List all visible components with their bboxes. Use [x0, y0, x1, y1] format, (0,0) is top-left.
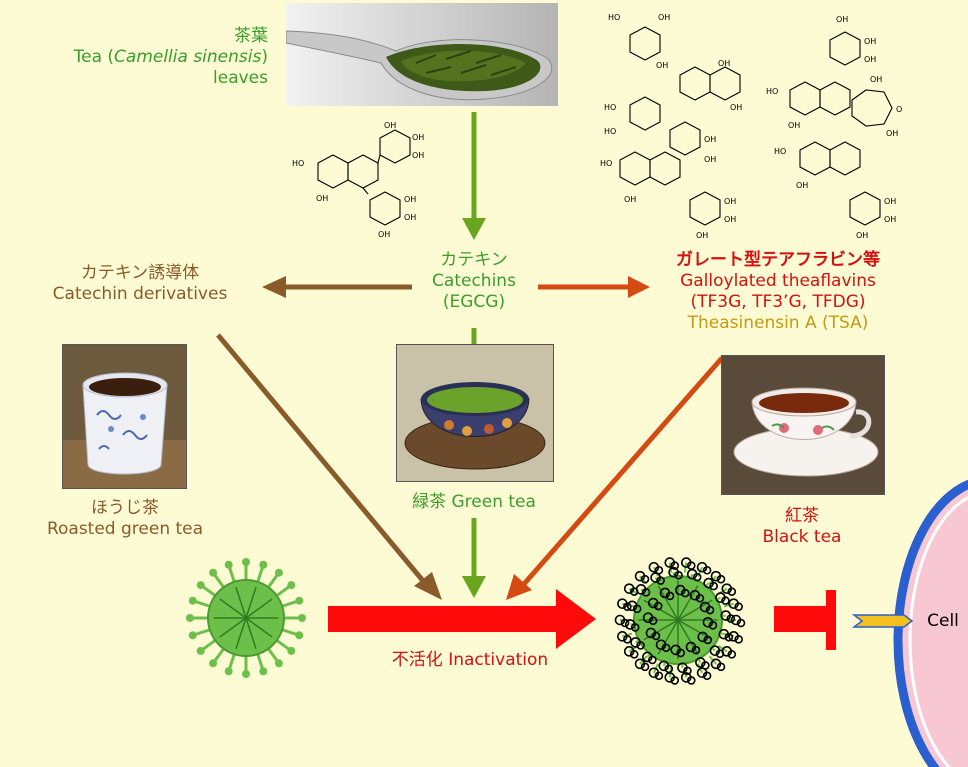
svg-text:OH: OH [696, 231, 708, 240]
svg-text:OH: OH [796, 181, 808, 190]
theaflavins-label-en: Galloylated theaflavins [680, 271, 876, 291]
cell-receptor [851, 614, 914, 628]
egcg-structure: HO OH OH OH OH OH OH OH [292, 121, 424, 239]
black-tea-label-en: Black tea [762, 527, 842, 547]
roasted-tea-cup-photo [62, 344, 187, 489]
cell [893, 479, 968, 767]
black-tea-label-jp: 紅茶 [785, 506, 819, 526]
svg-text:OH: OH [412, 133, 424, 142]
black-tea-label: 紅茶 Black tea [740, 506, 864, 548]
tea-leaves-photo [286, 3, 558, 106]
leaves-label-species: Camellia sinensis [114, 47, 262, 67]
svg-text:OH: OH [884, 197, 896, 206]
tsa-structure: OH OH OH HO OH OH O OH HO OH OH OH OH [766, 15, 902, 240]
svg-text:OH: OH [378, 230, 390, 239]
leaves-label-en: Tea (Camellia sinensis) [74, 47, 268, 68]
theaflavins-label-jp: ガレート型テアフラビン等 [676, 250, 880, 270]
svg-text:OH: OH [412, 151, 424, 160]
arrow-catechins-to-theaflavins [538, 276, 650, 298]
leaves-label-line2: leaves [213, 68, 268, 88]
block-symbol [774, 590, 836, 650]
arrow-black-tea-to-inactivation [506, 356, 724, 600]
derivatives-label-jp: カテキン誘導体 [80, 263, 200, 283]
svg-text:HO: HO [292, 159, 304, 168]
arrow-catechins-to-derivatives [262, 276, 412, 298]
roasted-tea-label: ほうじ茶 Roasted green tea [20, 498, 230, 540]
svg-text:HO: HO [604, 127, 616, 136]
arrow-green-tea-to-inactivation [462, 518, 486, 598]
svg-text:OH: OH [656, 61, 668, 70]
svg-text:OH: OH [404, 213, 416, 222]
arrow-leaves-to-catechins [462, 112, 486, 240]
svg-text:HO: HO [774, 147, 786, 156]
theaflavins-label-abbr: (TF3G, TF3’G, TFDG) [690, 292, 866, 312]
inactivation-label: 不活化 Inactivation [391, 650, 549, 670]
black-tea-cup-photo [721, 355, 885, 495]
cell-label: Cell [927, 611, 959, 631]
svg-text:OH: OH [884, 215, 896, 224]
svg-text:HO: HO [766, 87, 778, 96]
tsa-label: Theasinensin A (TSA) [687, 313, 869, 333]
derivatives-label-en: Catechin derivatives [52, 284, 228, 304]
svg-text:OH: OH [864, 55, 876, 64]
svg-text:OH: OH [658, 13, 670, 22]
svg-text:HO: HO [600, 159, 612, 168]
svg-text:OH: OH [864, 37, 876, 46]
arrow-derivatives-to-inactivation [216, 333, 442, 600]
svg-text:OH: OH [624, 195, 636, 204]
catechins-label-en: Catechins [432, 271, 516, 291]
svg-text:OH: OH [718, 59, 730, 68]
svg-text:OH: OH [730, 103, 742, 112]
catechins-label-jp: カテキン [440, 250, 508, 270]
svg-text:O: O [896, 105, 902, 114]
roasted-tea-label-jp: ほうじ茶 [91, 498, 159, 518]
svg-text:HO: HO [604, 103, 616, 112]
svg-text:OH: OH [788, 121, 800, 130]
svg-text:OH: OH [404, 195, 416, 204]
leaves-label: 茶葉 Tea (Camellia sinensis) leaves [74, 26, 268, 89]
svg-text:OH: OH [316, 194, 328, 203]
svg-text:OH: OH [704, 135, 716, 144]
svg-text:OH: OH [870, 75, 882, 84]
catechins-label: カテキン Catechins (EGCG) [404, 250, 544, 313]
tfdg-structure: HO OH OH OH OH HO HO OH OH HO OH OH OH OH [600, 13, 742, 240]
svg-text:HO: HO [608, 13, 620, 22]
theaflavins-label: ガレート型テアフラビン等 Galloylated theaflavins (TF… [648, 250, 908, 334]
green-tea-cup-photo [396, 344, 554, 482]
leaves-label-en-prefix: Tea ( [73, 47, 115, 67]
svg-text:OH: OH [724, 197, 736, 206]
svg-text:OH: OH [704, 155, 716, 164]
inactivation-arrow [328, 589, 596, 649]
leaves-label-en-suffix: ) [261, 47, 268, 67]
svg-text:OH: OH [724, 215, 736, 224]
leaves-label-jp: 茶葉 [234, 26, 268, 46]
catechins-label-abbr: (EGCG) [442, 292, 506, 312]
green-tea-label: 緑茶 Green tea [412, 492, 536, 512]
roasted-tea-label-en: Roasted green tea [46, 519, 204, 539]
svg-text:OH: OH [856, 231, 868, 240]
svg-text:OH: OH [836, 15, 848, 24]
svg-text:OH: OH [886, 129, 898, 138]
derivatives-label: カテキン誘導体 Catechin derivatives [30, 263, 250, 305]
svg-text:OH: OH [384, 121, 396, 130]
